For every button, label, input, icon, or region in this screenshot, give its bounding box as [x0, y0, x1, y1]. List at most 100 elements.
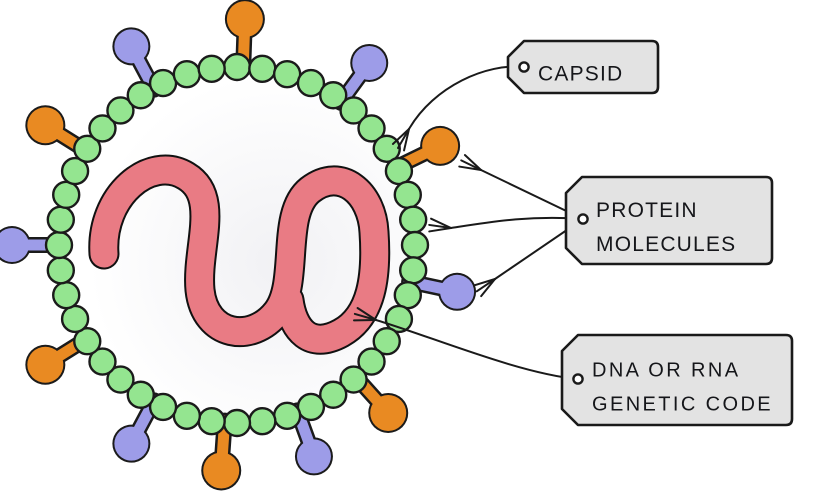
protein-molecules-label-arrowhead-2: [472, 278, 496, 298]
arrowhead-stroke: [472, 278, 496, 287]
capsid-bead: [46, 205, 76, 234]
capsid-bead: [60, 156, 90, 186]
genetic-strand: [90, 156, 389, 353]
spike-head: [370, 394, 407, 431]
capsid-bead: [248, 406, 277, 436]
capsid-bead: [44, 230, 74, 260]
spike-head: [27, 107, 64, 144]
arrowhead-stroke: [460, 159, 482, 171]
spike-head: [203, 452, 240, 489]
spike-head: [440, 274, 475, 309]
capsid-bead: [339, 96, 368, 125]
dna-rna-genetic-code-label-eyelet: [572, 373, 584, 385]
capsid-bead: [339, 365, 368, 394]
dna-rna-genetic-code-label-leader: [375, 319, 579, 380]
capsid-bead: [222, 408, 252, 438]
spike-head: [296, 439, 331, 474]
protein-molecules-label-leader-1: [450, 216, 584, 229]
capsid-bead: [372, 134, 401, 163]
arrowhead-stroke: [430, 217, 452, 229]
capsid-bead: [400, 230, 430, 260]
capsid-bead: [172, 60, 202, 89]
spike-head: [422, 127, 459, 164]
capsid-bead: [197, 406, 226, 436]
capsid-label-tag-shape[interactable]: [506, 39, 660, 95]
capsid-bead-ring: [44, 52, 430, 438]
dna-rna-genetic-code-label-text-line-0: DNA OR RNA: [592, 359, 740, 381]
spike-head: [27, 346, 64, 383]
capsid-bead: [272, 401, 302, 430]
capsid-bead: [357, 114, 386, 143]
dna-rna-genetic-code-label-text-line-1: GENETIC CODE: [592, 393, 773, 415]
protein-molecules-label-eyelet: [577, 213, 589, 225]
capsid-bead: [52, 280, 81, 310]
capsid-bead: [88, 347, 117, 376]
capsid-label-arrowhead: [391, 128, 410, 152]
arrowhead-stroke: [356, 307, 377, 321]
arrowhead-stroke: [403, 128, 410, 152]
label-tags-group: CAPSID PROTEIN MOLECULES DNA OR RNA GENETIC …: [506, 39, 794, 427]
spike-head: [226, 1, 263, 38]
capsid-bead: [372, 327, 401, 356]
capsid-bead: [296, 68, 326, 98]
protein-molecules-label-text-line-0: PROTEIN: [596, 199, 698, 222]
capsid-bead: [73, 327, 102, 356]
capsid-bead: [398, 205, 428, 234]
protein-molecules-label-tag-shape[interactable]: [564, 175, 774, 266]
capsid-bead: [73, 134, 102, 163]
capsid-bead: [126, 81, 155, 110]
capsid-bead: [148, 68, 178, 98]
spike-head: [352, 45, 387, 80]
capsid-bead: [60, 304, 90, 334]
capsid-bead: [126, 380, 155, 409]
spike-upper-left-purple: [112, 27, 163, 98]
protein-molecules-label[interactable]: PROTEIN MOLECULES: [564, 175, 774, 266]
capsid-label-eyelet: [518, 61, 530, 73]
dna-rna-genetic-code-label[interactable]: DNA OR RNA GENETIC CODE: [560, 333, 794, 427]
arrowhead-stroke: [397, 128, 410, 150]
capsid-bead: [393, 280, 422, 310]
arrowhead-stroke: [391, 128, 410, 145]
arrowhead-stroke: [475, 278, 496, 293]
leader-lines-group: [353, 65, 584, 380]
dna-rna-genetic-code-label-tag-shape[interactable]: [560, 333, 794, 427]
capsid-bead: [172, 401, 202, 430]
genetic-material-group: [88, 154, 391, 355]
capsid-bead: [384, 156, 414, 186]
capsid-label-text-line-0: CAPSID: [538, 63, 623, 86]
spike-left-upper-orange: [25, 105, 96, 160]
capsid-bead: [222, 52, 252, 82]
spike-head: [114, 426, 149, 461]
arrowhead-stroke: [458, 165, 482, 171]
capsid-bead: [248, 54, 277, 84]
spike-bottom-left-purple: [112, 392, 163, 463]
spike-upper-right-purple: [332, 43, 389, 111]
capsid-bead: [52, 180, 81, 210]
capsid-bead: [357, 347, 386, 376]
capsid-bead: [148, 392, 178, 422]
capsid-label[interactable]: CAPSID: [506, 39, 660, 95]
protein-molecules-label-arrowhead-1: [428, 217, 452, 233]
arrowhead-stroke: [428, 223, 452, 229]
capsid-bead: [106, 96, 135, 125]
capsid-bead: [88, 114, 117, 143]
dna-rna-genetic-code-label-arrowhead: [353, 307, 377, 322]
spike-head: [0, 228, 29, 262]
capsid-bead: [46, 256, 76, 285]
capsid-bead: [197, 54, 226, 84]
arrowhead-stroke: [463, 154, 482, 171]
capsid-bead: [319, 380, 348, 409]
protein-spikes-group: [0, 0, 477, 491]
capsid-bead: [272, 60, 302, 89]
capsid-bead: [296, 392, 326, 422]
capsid-bead: [319, 81, 348, 110]
arrowhead-stroke: [480, 278, 496, 298]
capsid-bead: [393, 180, 422, 210]
spike-head: [114, 29, 149, 64]
protein-molecules-label-arrowhead-0: [458, 154, 482, 171]
capsid-bead: [398, 256, 428, 285]
protein-molecules-label-text-line-1: MOLECULES: [596, 233, 736, 256]
arrowhead-stroke: [428, 227, 452, 233]
